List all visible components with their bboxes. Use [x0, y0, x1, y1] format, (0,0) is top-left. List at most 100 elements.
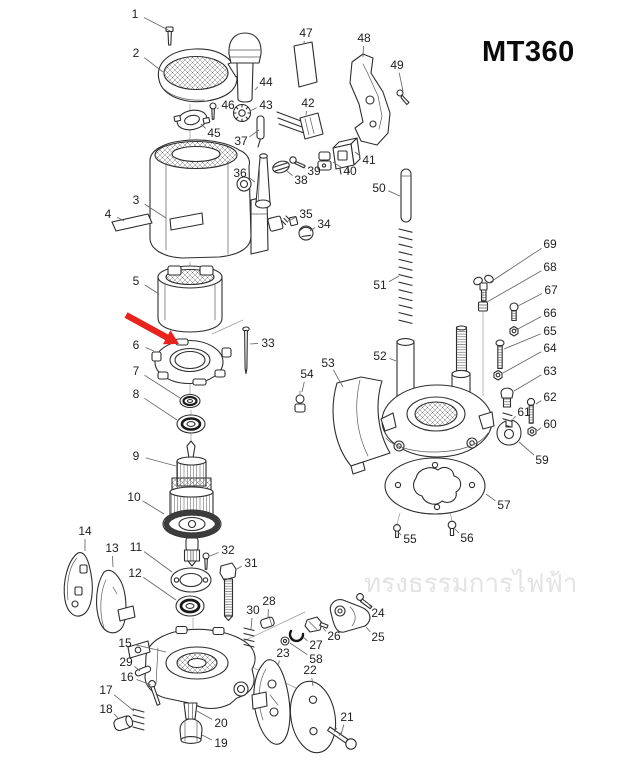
part-label-53: 53: [321, 356, 335, 370]
leader-line-12: [143, 577, 177, 601]
leader-line-61: [512, 416, 516, 420]
part-3-motor-housing: [149, 139, 269, 259]
part-33-bolt: [242, 326, 250, 375]
leader-line-18: [113, 713, 119, 719]
leader-line-17: [113, 694, 135, 712]
part-label-65: 65: [543, 324, 557, 338]
part-44-knob: [228, 32, 262, 103]
part-41-switch: [332, 137, 361, 175]
leader-line-60: [536, 427, 542, 432]
part-10-fan: [162, 509, 222, 567]
leader-line-21: [340, 724, 345, 736]
part-43-fan-washer: [232, 103, 252, 123]
part-66-nut: [509, 325, 519, 337]
leader-line-31: [236, 565, 243, 570]
part-5-stator: [157, 265, 223, 333]
part-4-plate: [111, 213, 153, 232]
leader-line-53: [332, 369, 344, 388]
part-label-52: 52: [373, 349, 387, 363]
part-58-washer: [280, 636, 290, 646]
leader-line-37: [249, 129, 260, 138]
part-label-25: 25: [371, 630, 385, 644]
part-39-screw: [289, 156, 306, 169]
part-42-terminal-block: [276, 111, 324, 140]
part-label-5: 5: [133, 274, 140, 288]
part-63-stopper-bolt: [500, 387, 514, 408]
part-label-41: 41: [362, 153, 376, 167]
leader-line-29: [134, 665, 141, 672]
part-label-59: 59: [535, 453, 549, 467]
leader-line-58: [289, 642, 308, 656]
part-label-50: 50: [372, 181, 386, 195]
part-label-34: 34: [317, 217, 331, 231]
part-65-screw: [495, 339, 505, 370]
part-label-61: 61: [517, 405, 531, 419]
part-label-49: 49: [390, 58, 404, 72]
part-16-screw: [148, 680, 161, 706]
leader-line-38: [286, 170, 293, 177]
part-label-32: 32: [221, 543, 235, 557]
part-label-22: 22: [303, 663, 317, 677]
part-64-nut: [493, 369, 503, 381]
part-label-42: 42: [301, 96, 315, 110]
leader-line-24: [367, 602, 372, 608]
part-47-label-plate: [293, 41, 318, 88]
part-34-cap: [298, 225, 314, 241]
part-31-bolt: [219, 562, 237, 622]
diagram-shapes: [63, 26, 537, 754]
part-49-screw: [396, 89, 410, 106]
part-label-62: 62: [543, 390, 557, 404]
leader-line-69: [488, 247, 542, 284]
leader-line-55: [398, 532, 402, 536]
leader-line-52: [389, 358, 397, 362]
part-68-sleeve: [477, 301, 489, 312]
part-label-14: 14: [78, 524, 92, 538]
part-23-handle-grip: [251, 659, 291, 745]
part-15-gear-housing: [127, 625, 256, 710]
leader-line-40: [332, 161, 342, 168]
part-label-18: 18: [99, 702, 113, 716]
part-17-spring: [132, 708, 145, 731]
part-61-spring: [502, 412, 513, 434]
leader-line-27: [302, 636, 308, 642]
leader-line-62: [535, 400, 542, 405]
part-27-snap-ring: [288, 629, 305, 643]
part-37-tube: [256, 115, 265, 148]
part-12-bearing: [175, 595, 205, 617]
leader-line-67: [517, 293, 543, 307]
leader-line-50: [388, 190, 401, 197]
leader-line-51: [388, 275, 400, 282]
part-label-38: 38: [294, 173, 308, 187]
leader-line-20: [196, 710, 213, 720]
leader-line-34: [309, 227, 316, 232]
part-59-stopper-foot: [496, 419, 522, 446]
leader-line-41: [354, 151, 361, 157]
part-32-screw: [202, 552, 210, 570]
part-2-top-cover: [157, 48, 253, 103]
part-56-screw: [447, 520, 457, 537]
part-35-brush-holder: [267, 215, 299, 232]
pointer-arrow: [124, 312, 179, 345]
part-30-spring: [243, 627, 255, 648]
part-label-54: 54: [300, 367, 314, 381]
part-label-4: 4: [105, 207, 112, 221]
part-label-35: 35: [299, 207, 313, 221]
leader-line-30: [250, 617, 253, 630]
part-label-58: 58: [309, 652, 323, 666]
leader-line-4: [116, 216, 125, 222]
leader-line-59: [518, 441, 535, 456]
leader-line-32: [209, 552, 219, 557]
part-label-51: 51: [373, 278, 387, 292]
part-label-57: 57: [497, 498, 511, 512]
leader-line-9: [145, 457, 177, 467]
leader-line-2: [143, 57, 164, 73]
part-label-1: 1: [132, 7, 139, 21]
leader-line-57: [485, 493, 496, 502]
part-label-46: 46: [221, 98, 235, 112]
part-label-16: 16: [120, 670, 134, 684]
part-label-68: 68: [543, 260, 557, 274]
part-label-47: 47: [299, 26, 313, 40]
leader-line-6: [145, 347, 155, 352]
